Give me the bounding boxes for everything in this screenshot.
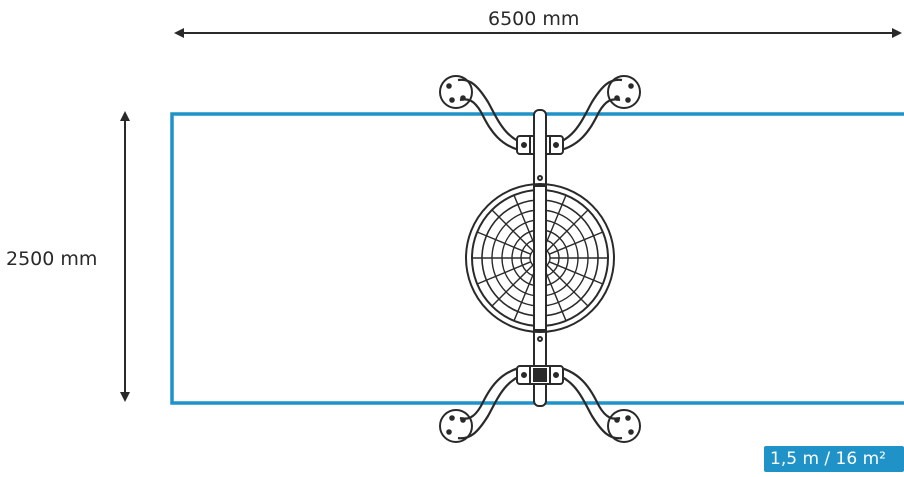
- spinner-equipment: [439, 75, 641, 443]
- height-dimension-label: 2500 mm: [6, 248, 98, 270]
- width-dimension-label: 6500 mm: [488, 8, 580, 30]
- area-badge: 1,5 m / 16 m²: [764, 446, 904, 472]
- spinner-disc: [465, 183, 615, 333]
- bottom-handlebar: [439, 364, 641, 443]
